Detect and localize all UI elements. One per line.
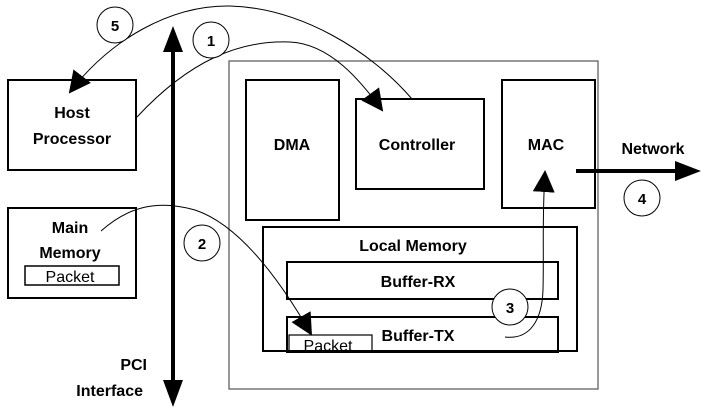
pci-bus-arrow — [163, 26, 183, 407]
main-memory-packet-box — [24, 265, 120, 286]
main-memory-label-1: Main — [52, 220, 88, 237]
svg-text:3: 3 — [506, 300, 514, 317]
network-arrow — [576, 161, 701, 181]
step-4-badge: 4 — [623, 179, 661, 217]
step-3-badge: 3 — [491, 288, 529, 326]
local-memory-box: Local Memory Buffer-RX Buffer-TX Packet — [262, 226, 578, 355]
step-2-badge: 2 — [183, 224, 221, 262]
step-1-badge: 1 — [192, 21, 230, 59]
buffer-rx-box — [286, 261, 559, 300]
flow-arrow-1 — [136, 41, 384, 118]
svg-text:5: 5 — [111, 18, 119, 35]
flow-arrow-2 — [100, 204, 312, 336]
main-memory-box: Main Memory Packet — [7, 207, 137, 299]
step-5-badge: 5 — [96, 6, 134, 44]
svg-text:1: 1 — [207, 33, 215, 50]
flow-arrow-5 — [68, 5, 413, 100]
local-memory-label: Local Memory — [359, 238, 467, 255]
main-memory-packet-label: Packet — [46, 269, 95, 286]
pci-label-1: PCI — [120, 357, 147, 374]
svg-text:2: 2 — [198, 236, 206, 253]
host-processor-label-1: Host — [54, 105, 90, 122]
dma-box: DMA — [245, 79, 340, 221]
buffer-tx-packet-box — [288, 334, 373, 353]
host-processor-label-2: Processor — [33, 131, 111, 148]
host-processor-box: Host Processor — [7, 79, 137, 171]
buffer-tx-packet-label: Packet — [304, 338, 353, 355]
nic-board-box — [228, 60, 599, 390]
svg-text:4: 4 — [638, 191, 647, 208]
buffer-tx-box — [286, 316, 559, 353]
buffer-tx-label: Buffer-TX — [382, 328, 455, 345]
controller-box: Controller — [355, 98, 485, 190]
mac-label: MAC — [528, 137, 565, 154]
pci-label-2: Interface — [76, 383, 143, 400]
main-memory-label-2: Memory — [39, 245, 100, 262]
flow-arrow-3 — [504, 170, 555, 338]
controller-label: Controller — [379, 137, 455, 154]
dma-label: DMA — [274, 137, 311, 154]
mac-box: MAC — [501, 79, 596, 209]
buffer-rx-label: Buffer-RX — [381, 274, 456, 291]
network-label: Network — [621, 141, 684, 158]
